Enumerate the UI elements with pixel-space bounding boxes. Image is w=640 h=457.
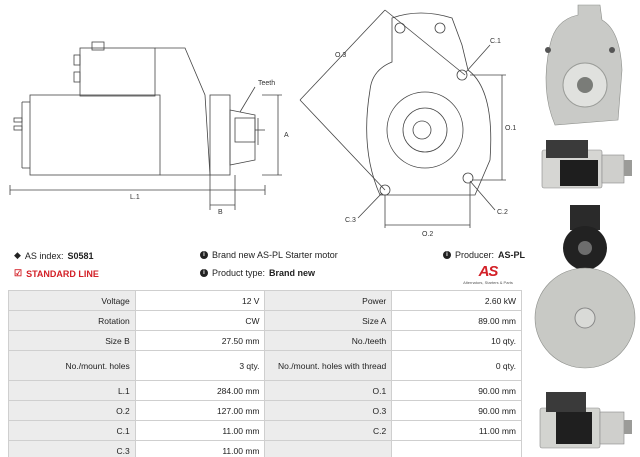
producer-row: i Producer: AS-PL bbox=[443, 250, 525, 260]
logo-mark: AS bbox=[478, 263, 499, 280]
description-row: i Brand new AS-PL Starter motor bbox=[200, 250, 338, 260]
producer-value: AS-PL bbox=[498, 250, 526, 260]
spec-value: 2.60 kW bbox=[391, 290, 522, 311]
o1-label: O.1 bbox=[505, 125, 516, 132]
front-housing-outline bbox=[366, 12, 492, 196]
spec-value: 90.00 mm bbox=[391, 380, 522, 401]
c1-label: C.1 bbox=[490, 38, 501, 45]
product-type-label: Product type: bbox=[212, 268, 266, 278]
spec-value: 284.00 mm bbox=[134, 380, 266, 401]
as-pl-logo: AS Alternators, Starters & Parts bbox=[452, 263, 524, 285]
spec-label: C.3 bbox=[8, 440, 136, 457]
description-text: Brand new AS-PL Starter motor bbox=[212, 250, 338, 260]
motor-body-outline bbox=[29, 94, 161, 176]
standard-line-label: STANDARD LINE bbox=[26, 268, 99, 279]
spec-value: 11.00 mm bbox=[134, 420, 266, 441]
as-index-label: AS index: bbox=[24, 250, 64, 261]
spec-label: No./mount. holes bbox=[8, 350, 136, 381]
size-a-label: A bbox=[284, 132, 289, 139]
specs-table: Voltage 12 V Power 2.60 kW Rotation CW S… bbox=[8, 290, 522, 457]
spec-value: 3 qty. bbox=[134, 350, 266, 381]
tag-icon: ◆ bbox=[14, 250, 21, 260]
spec-label: Power bbox=[264, 290, 393, 311]
logo-subtitle: Alternators, Starters & Parts bbox=[463, 280, 513, 285]
table-row: O.2 127.00 mm O.3 90.00 mm bbox=[8, 400, 522, 421]
spec-label: C.1 bbox=[8, 420, 136, 441]
o3-label: O.3 bbox=[335, 52, 346, 59]
checkbox-icon: ☑ bbox=[14, 268, 23, 278]
technical-drawings: Teeth A B L.1 O.3 O.1 O.2 C.1 C.2 C.3 bbox=[9, 9, 516, 238]
standard-line-row: ☑ STANDARD LINE bbox=[14, 268, 99, 279]
product-type-value: Brand new bbox=[269, 268, 316, 278]
spec-value: 10 qty. bbox=[391, 330, 522, 351]
spec-value: 127.00 mm bbox=[134, 400, 266, 421]
spec-label: O.1 bbox=[264, 380, 393, 401]
table-row: No./mount. holes 3 qty. No./mount. holes… bbox=[8, 350, 522, 381]
table-row: C.3 11.00 mm bbox=[8, 440, 522, 457]
table-row: L.1 284.00 mm O.1 90.00 mm bbox=[8, 380, 522, 401]
spec-label: C.2 bbox=[264, 420, 393, 441]
spec-label bbox=[264, 440, 393, 457]
photo-side-view-2 bbox=[539, 392, 632, 449]
o2-label: O.2 bbox=[422, 231, 433, 238]
spec-label: Size A bbox=[264, 310, 393, 331]
spec-label: O.3 bbox=[264, 400, 393, 421]
spec-value: 0 qty. bbox=[391, 350, 522, 381]
photo-front-view bbox=[545, 4, 623, 126]
spec-label: Rotation bbox=[8, 310, 136, 331]
size-b-label: B bbox=[218, 209, 223, 216]
spec-value bbox=[391, 440, 522, 457]
table-row: Size B 27.50 mm No./teeth 10 qty. bbox=[8, 330, 522, 351]
product-photos bbox=[534, 4, 636, 449]
spec-value: CW bbox=[134, 310, 266, 331]
spec-label: No./teeth bbox=[264, 330, 393, 351]
producer-label: Producer: bbox=[455, 250, 495, 260]
as-index-value: S0581 bbox=[67, 250, 94, 261]
solenoid-outline bbox=[79, 47, 156, 97]
spec-label: Size B bbox=[8, 330, 136, 351]
c2-label: C.2 bbox=[497, 209, 508, 216]
spec-value: 11.00 mm bbox=[134, 440, 266, 457]
spec-label: No./mount. holes with thread bbox=[264, 350, 393, 381]
spec-value: 11.00 mm bbox=[391, 420, 522, 441]
spec-value: 90.00 mm bbox=[391, 400, 522, 421]
l1-label: L.1 bbox=[130, 194, 140, 201]
table-row: C.1 11.00 mm C.2 11.00 mm bbox=[8, 420, 522, 441]
spec-value: 27.50 mm bbox=[134, 330, 266, 351]
spec-value: 12 V bbox=[134, 290, 266, 311]
photo-rear-view bbox=[534, 205, 636, 369]
table-row: Voltage 12 V Power 2.60 kW bbox=[8, 290, 522, 311]
spec-label: Voltage bbox=[8, 290, 136, 311]
table-row: Rotation CW Size A 89.00 mm bbox=[8, 310, 522, 331]
spec-label: L.1 bbox=[8, 380, 136, 401]
photo-side-view-1 bbox=[541, 140, 632, 189]
teeth-label: Teeth bbox=[258, 80, 275, 87]
product-type-row: i Product type: Brand new bbox=[200, 268, 315, 278]
c3-label: C.3 bbox=[345, 217, 356, 224]
spec-label: O.2 bbox=[8, 400, 136, 421]
spec-value: 89.00 mm bbox=[391, 310, 522, 331]
info-icon: i bbox=[200, 269, 208, 277]
info-icon: i bbox=[443, 251, 451, 259]
info-icon: i bbox=[200, 251, 208, 259]
as-index-row: ◆ AS index: S0581 bbox=[14, 250, 93, 261]
